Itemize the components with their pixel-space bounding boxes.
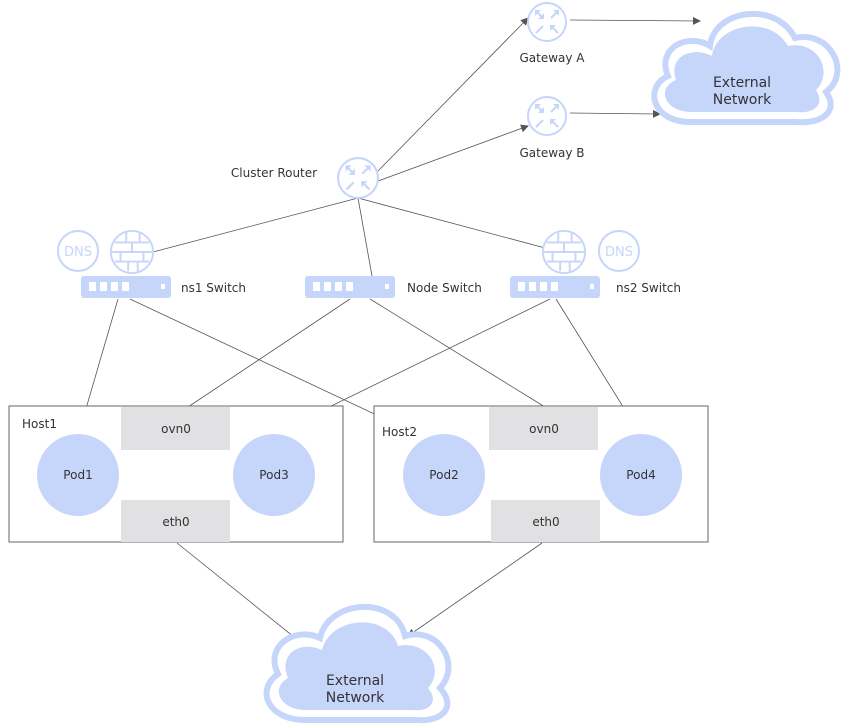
pod3 xyxy=(233,434,315,516)
edge-router-gateway-a xyxy=(377,17,529,172)
edge-router-node-switch xyxy=(357,197,373,277)
edge-router-ns1-switch xyxy=(152,197,359,253)
pod2 xyxy=(403,434,485,516)
router-icon xyxy=(337,157,379,199)
switch-icon xyxy=(305,276,395,298)
pod2-label: Pod2 xyxy=(429,468,458,482)
dns-icon xyxy=(598,230,640,272)
cloud-bottom-label-line1: External xyxy=(326,673,384,689)
dns-ns1: DNS xyxy=(57,230,99,272)
ns1-switch-label: ns1 Switch xyxy=(181,281,246,295)
cloud-top-label-line2: Network xyxy=(713,92,772,108)
host2-eth0-box xyxy=(491,500,600,542)
dns-ns1-label: DNS xyxy=(64,245,92,260)
edge-gateway-b-cloud xyxy=(569,109,661,118)
pod1-label: Pod1 xyxy=(63,468,92,482)
edge-node-ovn0-host1 xyxy=(187,298,351,408)
switch-icon xyxy=(510,276,600,298)
edge-router-ns2-switch xyxy=(357,197,561,253)
router-icon xyxy=(527,2,567,42)
dns-icon xyxy=(57,230,99,272)
cluster-router-label: Cluster Router xyxy=(231,166,317,180)
edge-gateway-a-cloud xyxy=(569,16,701,25)
ns2-switch: ns2 Switch xyxy=(510,276,681,298)
dns-ns2: DNS xyxy=(598,230,640,272)
host2-ovn0-label: ovn0 xyxy=(529,422,559,436)
host2-ovn0-box xyxy=(489,407,598,450)
host2-label: Host2 xyxy=(382,425,417,439)
host2-eth0-label: eth0 xyxy=(532,515,559,529)
ns2-switch-label: ns2 Switch xyxy=(616,281,681,295)
edge-ns1-pod2 xyxy=(129,298,418,435)
host1-label: Host1 xyxy=(22,417,57,431)
host1-eth0-label: eth0 xyxy=(162,515,189,529)
firewall-icon xyxy=(109,229,155,275)
gateway-b: Gateway B xyxy=(519,96,585,160)
firewall-icon xyxy=(541,229,587,275)
external-network-cloud-top: External Network xyxy=(651,10,841,126)
dns-ns2-label: DNS xyxy=(605,245,633,260)
host1: Host1 ovn0 eth0 Pod1 Pod3 xyxy=(8,405,344,543)
pod4 xyxy=(600,434,682,516)
edge-host1-eth0-cloud xyxy=(176,542,305,646)
edge-node-ovn0-host2 xyxy=(369,298,546,408)
node-switch: Node Switch xyxy=(305,276,482,298)
host1-ovn0-box xyxy=(121,407,230,450)
ns1-switch: ns1 Switch xyxy=(81,276,246,298)
cloud-top-label-line1: External xyxy=(713,75,771,91)
edge-router-gateway-b xyxy=(377,124,529,182)
external-network-cloud-bottom: External Network xyxy=(263,603,452,724)
router-icon xyxy=(527,96,567,136)
cloud-bottom-label-line2: Network xyxy=(326,690,385,706)
host1-ovn0-label: ovn0 xyxy=(161,422,191,436)
edges xyxy=(77,16,701,646)
node-switch-label: Node Switch xyxy=(407,281,482,295)
host2: Host2 ovn0 eth0 Pod2 Pod4 xyxy=(373,405,709,543)
gateway-a-label: Gateway A xyxy=(519,51,585,65)
cluster-router: Cluster Router xyxy=(231,157,379,199)
pod3-label: Pod3 xyxy=(259,468,288,482)
host1-eth0-box xyxy=(121,500,230,542)
switch-icon xyxy=(81,276,171,298)
pod1 xyxy=(37,434,119,516)
edge-host2-eth0-cloud xyxy=(407,542,543,637)
gateway-b-label: Gateway B xyxy=(519,146,584,160)
pod4-label: Pod4 xyxy=(626,468,655,482)
gateway-a: Gateway A xyxy=(519,2,585,65)
